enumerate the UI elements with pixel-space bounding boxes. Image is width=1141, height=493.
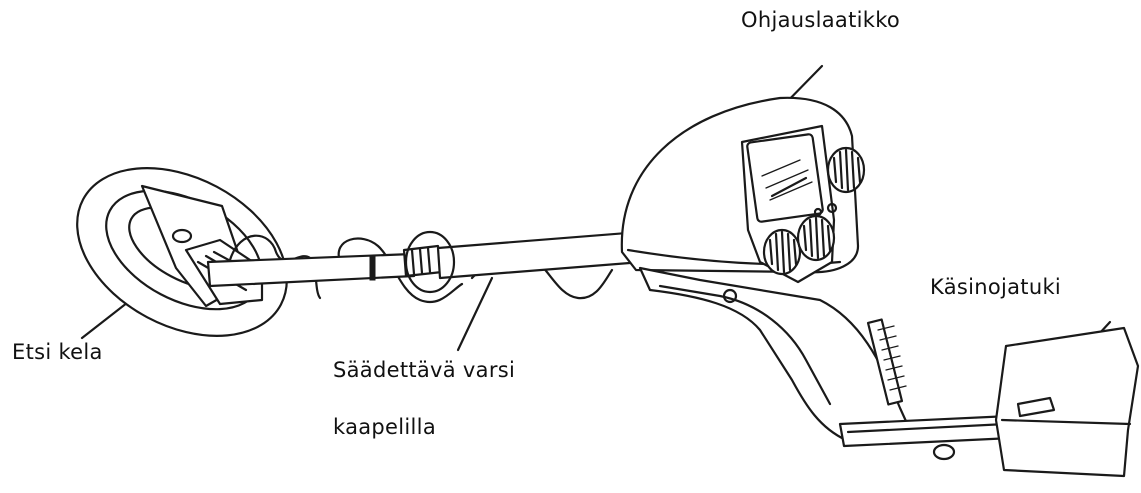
handle-grip xyxy=(640,268,910,440)
tuning-knob-top xyxy=(828,148,864,192)
leader-shaft xyxy=(458,278,492,350)
label-arm-rest: Käsinojatuki xyxy=(930,275,1061,299)
arm-rest xyxy=(996,328,1138,476)
label-control-box: Ohjauslaatikko xyxy=(741,8,900,32)
label-shaft-line2: kaapelilla xyxy=(333,415,436,439)
control-box xyxy=(622,98,864,282)
meter-display xyxy=(747,134,823,222)
label-shaft-line1: Säädettävä varsi xyxy=(333,358,515,382)
label-search-coil: Etsi kela xyxy=(12,340,103,364)
lower-rod xyxy=(840,416,1012,459)
